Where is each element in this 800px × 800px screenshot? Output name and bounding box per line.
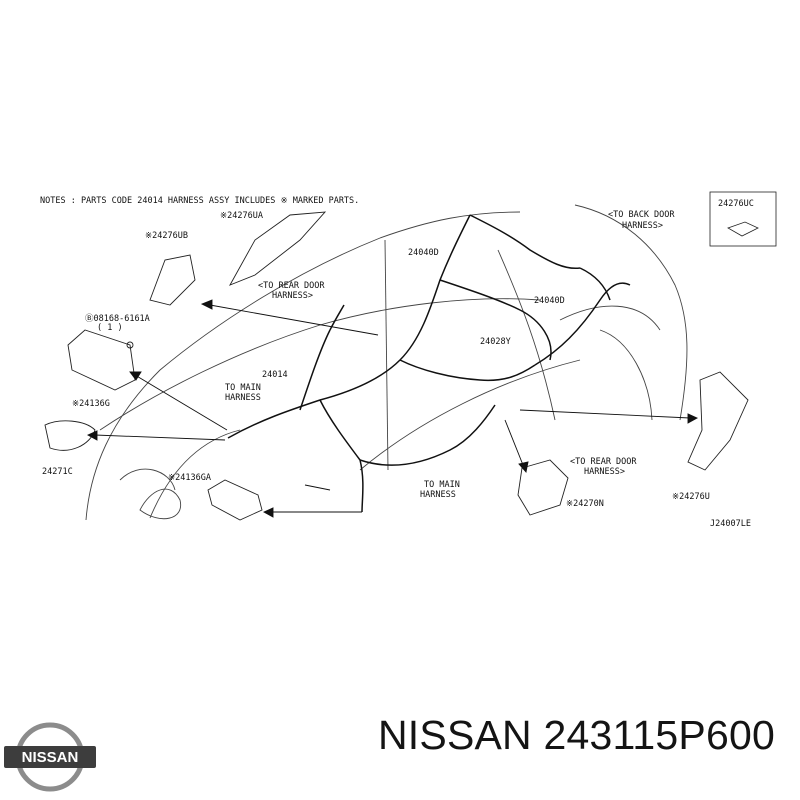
callout-24276ua: ※24276UA — [220, 211, 263, 221]
harness-parts — [44, 211, 749, 521]
leader-arrows — [86, 299, 699, 518]
part-08168-bolt — [126, 341, 134, 349]
callout-24136ga: ※24136GA — [168, 473, 211, 483]
callout-08168-qty: ( 1 ) — [97, 323, 123, 333]
part-24276uc-pad — [727, 221, 759, 237]
part-24271c — [44, 420, 96, 451]
callout-08168: Ⓑ08168-6161A — [85, 314, 150, 324]
callout-labels: ※24276UA ※24276UB <TO REAR DOOR HARNESS>… — [42, 210, 751, 529]
car-body-outline — [85, 204, 688, 521]
part-24276ub — [149, 254, 196, 306]
callout-harness-3: HARNESS — [420, 490, 456, 500]
callout-harness-5: HARNESS> — [584, 467, 625, 477]
callout-24270n: ※24270N — [566, 499, 604, 509]
logo-text: NISSAN — [22, 749, 79, 766]
logo-bar — [4, 746, 96, 768]
part-24276u — [687, 371, 749, 471]
part-24136ga — [207, 479, 263, 521]
callout-to-main-1: TO MAIN — [225, 383, 261, 393]
callout-24276u: ※24276U — [672, 492, 710, 502]
callout-24276uc: 24276UC — [718, 199, 754, 209]
callout-to-rear-door-1: <TO REAR DOOR — [258, 281, 325, 291]
callout-24014: 24014 — [262, 370, 288, 380]
callout-24040d-top: 24040D — [408, 248, 439, 258]
drawing-code: J24007LE — [710, 519, 751, 529]
part-24270n — [517, 459, 569, 516]
callout-harness-2: HARNESS — [225, 393, 261, 403]
wiring-diagram: NOTES : PARTS CODE 24014 HARNESS ASSY IN… — [40, 191, 777, 529]
nissan-logo: NISSAN — [4, 722, 96, 792]
callout-to-main-2: TO MAIN — [424, 480, 460, 490]
callout-to-back-door: <TO BACK DOOR — [608, 210, 675, 220]
inset-frame — [709, 191, 777, 247]
callout-harness-1: HARNESS> — [272, 291, 313, 301]
callout-24276ub: ※24276UB — [145, 231, 188, 241]
callout-24136g: ※24136G — [72, 399, 110, 409]
part-24136g — [67, 329, 136, 391]
callout-24028y: 24028Y — [480, 337, 511, 347]
callout-harness-4: HARNESS> — [622, 221, 663, 231]
callout-24040d-mid: 24040D — [534, 296, 565, 306]
callout-to-rear-door-2: <TO REAR DOOR — [570, 457, 637, 467]
harness-wires — [227, 214, 631, 513]
part-number-caption: NISSAN 243115P600 — [378, 712, 775, 758]
part-24276ua — [228, 211, 327, 286]
diagram-notes: NOTES : PARTS CODE 24014 HARNESS ASSY IN… — [40, 196, 359, 206]
callout-24271c: 24271C — [42, 467, 73, 477]
